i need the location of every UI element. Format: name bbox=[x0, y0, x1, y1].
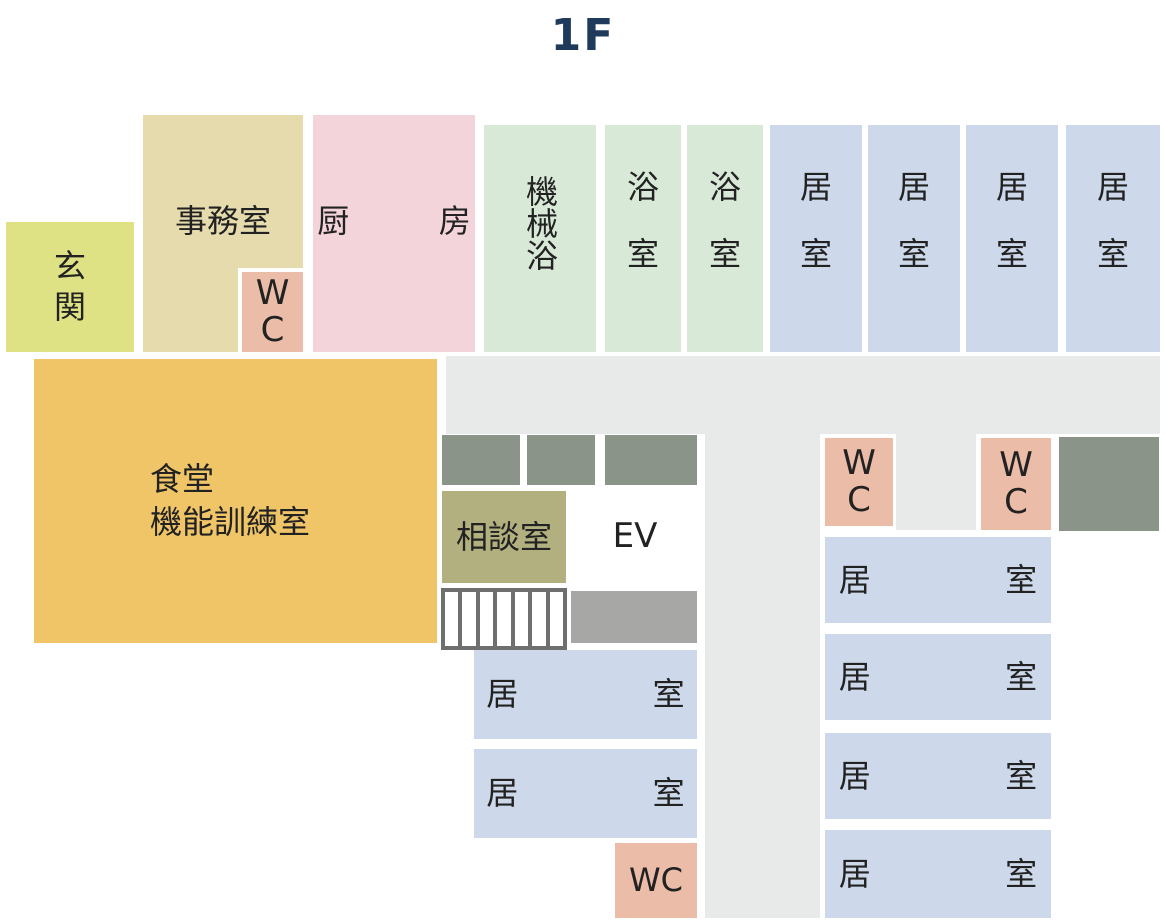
room-office-wc: W C bbox=[238, 268, 303, 352]
room-wc-bottom: WC bbox=[615, 843, 697, 918]
room-resident-top-3: 居 室 bbox=[966, 125, 1058, 352]
stair-step bbox=[528, 592, 545, 646]
room-machine-bath: 機械浴 bbox=[484, 125, 596, 352]
room-consult: 相談室 bbox=[442, 491, 566, 583]
equipment-block-4 bbox=[571, 591, 697, 643]
room-resident-left-1: 居 室 bbox=[474, 650, 697, 739]
room-elevator: EV bbox=[572, 491, 698, 583]
stair-step bbox=[493, 592, 510, 646]
equipment-block-1 bbox=[442, 435, 520, 485]
room-resident-top-4: 居 室 bbox=[1066, 125, 1160, 352]
room-dining: 食堂 機能訓練室 bbox=[34, 359, 437, 643]
room-resident-right-3: 居 室 bbox=[825, 733, 1051, 819]
room-resident-right-2: 居 室 bbox=[825, 634, 1051, 720]
floor-title: 1F bbox=[550, 10, 616, 61]
stair-step bbox=[445, 592, 458, 646]
room-resident-top-1: 居 室 bbox=[770, 125, 862, 352]
room-resident-left-2: 居 室 bbox=[474, 749, 697, 838]
equipment-block-5 bbox=[1059, 437, 1159, 531]
stair-step bbox=[545, 592, 563, 646]
corridor-connector bbox=[896, 430, 976, 530]
stair-step bbox=[458, 592, 475, 646]
room-resident-right-1: 居 室 bbox=[825, 537, 1051, 623]
stair-step bbox=[475, 592, 493, 646]
room-kitchen: 厨 房 bbox=[313, 115, 475, 352]
room-entrance: 玄 関 bbox=[6, 222, 134, 352]
corridor-vertical bbox=[705, 356, 820, 918]
room-resident-top-2: 居 室 bbox=[868, 125, 960, 352]
room-resident-right-4: 居 室 bbox=[825, 830, 1051, 918]
room-wc-mid-1: W C bbox=[825, 438, 893, 526]
stair-step bbox=[510, 592, 528, 646]
room-wc-mid-2: W C bbox=[981, 438, 1051, 530]
equipment-block-3 bbox=[605, 435, 697, 485]
room-bath-1: 浴 室 bbox=[605, 125, 681, 352]
equipment-block-2 bbox=[527, 435, 595, 485]
room-bath-2: 浴 室 bbox=[687, 125, 763, 352]
staircase bbox=[441, 588, 567, 650]
